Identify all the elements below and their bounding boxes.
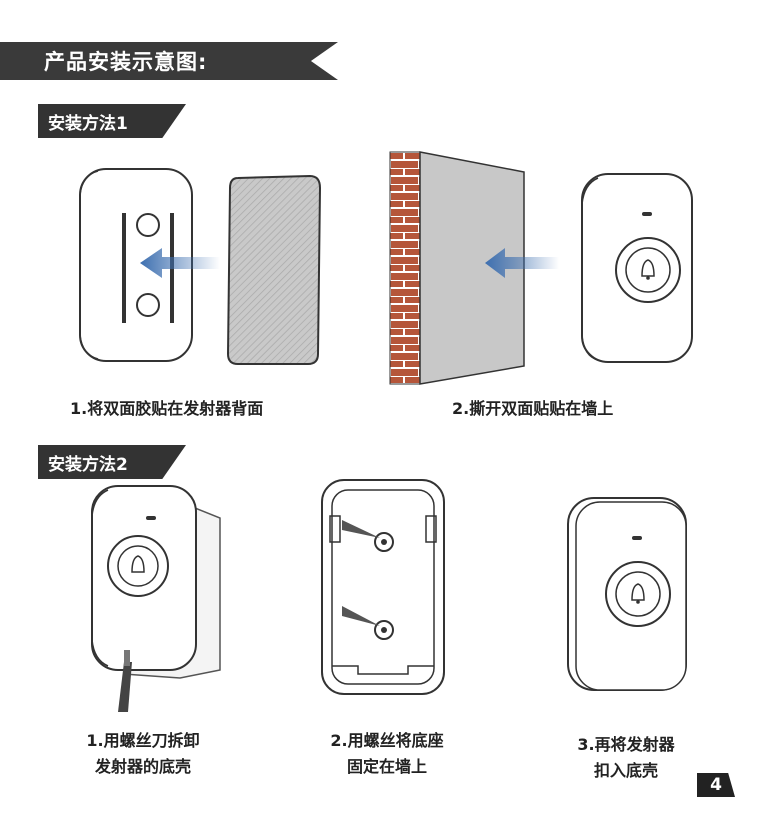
- page-number: 4: [697, 773, 735, 797]
- base-plate-illustration: [321, 479, 445, 695]
- caption-line: 发射器的底壳: [94, 757, 191, 776]
- screwdriver-removal-illustration: [91, 485, 221, 712]
- arrow-left-icon: [140, 248, 220, 278]
- method-2-label: 安装方法2: [48, 454, 128, 475]
- caption-line: 3.再将发射器: [577, 735, 675, 754]
- method-1-step-2-caption: 2.撕开双面贴贴在墙上: [452, 399, 614, 418]
- transmitter-front-illustration: [581, 173, 693, 363]
- method-1-label: 安装方法1: [48, 113, 128, 134]
- section-banner: 产品安装示意图:: [0, 42, 338, 80]
- page-title: 产品安装示意图:: [44, 50, 208, 74]
- adhesive-tape-illustration: [226, 174, 322, 365]
- arrow-left-icon: [485, 248, 559, 278]
- method-2-step-3-caption: 3.再将发射器 扣入底壳: [568, 732, 684, 784]
- caption-line: 1.用螺丝刀拆卸: [86, 731, 200, 750]
- method-1-label-bar: 安装方法1: [38, 104, 186, 138]
- caption-line: 扣入底壳: [593, 761, 658, 780]
- transmitter-snap-illustration: [567, 497, 687, 691]
- method-2-step-2-caption: 2.用螺丝将底座 固定在墙上: [324, 728, 450, 780]
- brick-wall-illustration: [389, 151, 525, 385]
- method-1-step-1-caption: 1.将双面胶贴在发射器背面: [70, 399, 264, 418]
- caption-line: 2.用螺丝将底座: [330, 731, 444, 750]
- method-2-step-1-caption: 1.用螺丝刀拆卸 发射器的底壳: [80, 728, 206, 780]
- method-2-label-bar: 安装方法2: [38, 445, 186, 479]
- caption-line: 固定在墙上: [346, 757, 427, 776]
